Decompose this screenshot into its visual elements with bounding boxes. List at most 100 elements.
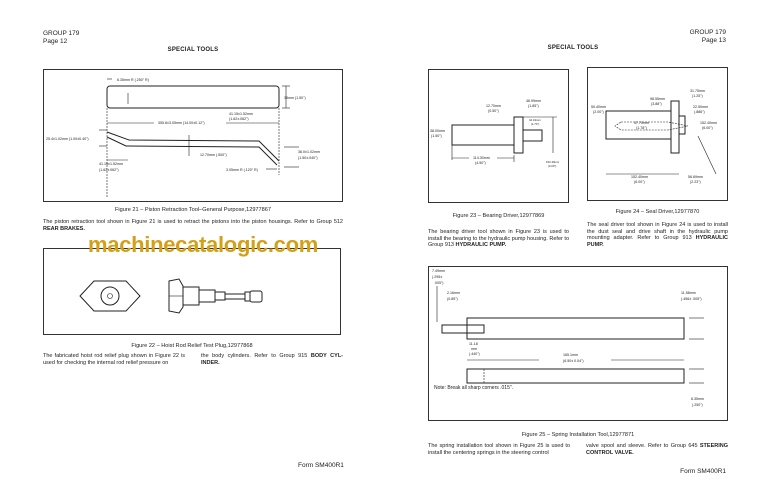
figure-25-reference: STEERING CONTROL VALVE. — [586, 443, 728, 456]
drawing-line — [100, 286, 120, 306]
figure-23-caption: Figure 23 – Bearing Driver,12977869 — [452, 213, 545, 219]
f23-f2: (3.00") — [548, 164, 556, 168]
drawing-line — [614, 121, 689, 131]
bearing-driver-diagram: 46.99mm(1.85") 12.70mm(0.50") 44.19mm(1.… — [430, 99, 560, 168]
figure-21-description: The piston retraction tool shown in Figu… — [43, 219, 343, 232]
right-group-label: GROUP 179 — [689, 29, 726, 36]
f23-e1: 114.30mm — [473, 156, 490, 160]
figure-24-drawing: 31.75mm(1.25") 98.55mm(3.88") 22.50mm(.8… — [587, 67, 728, 201]
right-page-number: Page 13 — [701, 37, 726, 44]
f25-d3: (.440") — [469, 352, 480, 356]
drawing-line — [466, 368, 685, 384]
figure-21-caption: Figure 21 – Piston Retraction Tool–Gener… — [114, 207, 271, 213]
dim-height: 38mm (1.50") — [284, 96, 306, 100]
drawing-line — [107, 293, 113, 299]
drawing-line — [249, 290, 263, 303]
drawing-line — [522, 129, 543, 142]
f25-a3: .005") — [434, 281, 443, 285]
figure-25-text: valve spool and sleeve. Refer to Group 6… — [586, 443, 700, 449]
dim-offset-left: 25.4±1.02mm (1.00±0.40") — [46, 137, 89, 141]
figure-24-reference: HYDRAULIC PUMP. — [587, 235, 728, 248]
f23-a2: (1.85") — [528, 104, 539, 108]
dim-bend-left-b: (1.62±.062") — [99, 168, 119, 172]
dim-bend-right-a: 41.15±1.52mm — [229, 112, 253, 116]
drawing-line — [198, 289, 216, 303]
drawing-line — [106, 85, 280, 109]
figure-22-text: the body cylinders. Refer to Group 915 — [201, 353, 311, 359]
f25-a1: 7.49mm — [432, 269, 445, 273]
drawing-line — [106, 131, 280, 162]
figure-25-text-col1: The spring installation tool shown in Fi… — [428, 443, 570, 456]
f25-e1: 165.1mm — [563, 353, 578, 357]
figure-24-description: The seal driver tool shown in Figure 24 … — [587, 222, 728, 248]
f25-b1: 2.16mm — [447, 291, 460, 295]
f24-g2: (6.00") — [634, 180, 645, 184]
figure-25-drawing: 7.49mm (.295± .005") 2.16mm (0.85") 11.58mm… — [428, 266, 728, 421]
f25-c1: 11.58mm — [681, 291, 696, 295]
f25-c2: (.456± .005") — [681, 297, 702, 301]
drawing-line — [697, 135, 717, 175]
piston-retraction-tool-diagram: 6.35mm R (.250" R) 38mm (1.50") 355.6±3.… — [46, 78, 320, 198]
f25-note: Note: Break all sharp corners .015". — [434, 385, 513, 391]
f24-d2: (2.00") — [593, 110, 604, 114]
f25-b2: (0.85") — [447, 297, 458, 301]
drawing-line — [79, 280, 141, 312]
f25-d2: mm — [471, 347, 477, 351]
left-footer: Form SM400R1 — [298, 462, 344, 469]
f24-e2: (1.78") — [636, 126, 647, 130]
f25-d1: 11.18 — [469, 342, 478, 346]
f24-a1: 31.75mm — [690, 89, 705, 93]
drawing-line — [441, 324, 485, 334]
f24-f2: (6.00") — [702, 126, 713, 130]
f24-d1: 50.40mm — [591, 105, 606, 109]
f24-c2: (.886") — [694, 110, 705, 114]
left-page-number: Page 12 — [43, 38, 68, 45]
watermark: machinecatalogic.com — [88, 232, 318, 257]
f25-a2: (.295± — [432, 275, 442, 279]
left-page-title: SPECIAL TOOLS — [167, 47, 219, 53]
drawing-line — [670, 100, 680, 154]
f24-f1: 152.40mm — [700, 121, 717, 125]
right-page-title: SPECIAL TOOLS — [547, 45, 599, 51]
dim-offset-right-b: (1.50±.040") — [298, 156, 318, 160]
figure-23-description: The bearing driver tool shown in Figure … — [428, 229, 569, 249]
drawing-line — [182, 286, 200, 306]
f24-g1: 152.40mm — [631, 175, 648, 179]
f25-f2: (.250") — [692, 403, 703, 407]
hoist-rod-relief-plug-diagram — [79, 278, 263, 314]
dim-bend-left-a: 41.15±1.52mm — [99, 162, 123, 166]
drawing-line — [466, 317, 685, 340]
f24-b1: 98.55mm — [650, 97, 665, 101]
dim-thickness: 12.70mm (.500") — [200, 153, 227, 157]
f24-h2: (2.23") — [690, 180, 701, 184]
f23-b1: 12.70mm — [486, 104, 501, 108]
drawing-line — [244, 291, 251, 302]
drawing-line — [224, 293, 246, 300]
figure-25-caption: Figure 25 – Spring Installation Tool,129… — [521, 432, 635, 438]
figure-22-text-col1: The fabricated hoist rod relief plug sho… — [43, 353, 185, 366]
f24-e1: 47.70mm — [634, 121, 649, 125]
dim-offset-right-a: 36.0±1.02mm — [298, 150, 320, 154]
f23-b2: (0.50") — [488, 109, 499, 113]
f23-c1: 44.19mm — [529, 118, 541, 122]
f23-c2: (1.74") — [531, 122, 539, 126]
right-footer: Form SM400R1 — [680, 468, 726, 475]
dim-bend-right-b: (1.62±.062") — [229, 117, 249, 121]
drawing-line — [451, 124, 515, 146]
f24-h1: 56.69mm — [688, 175, 703, 179]
drawing-line — [513, 116, 524, 154]
drawing-line — [214, 291, 226, 301]
f25-e2: (6.50± 0.04") — [563, 359, 584, 363]
seal-driver-diagram: 31.75mm(1.25") 98.55mm(3.88") 22.50mm(.8… — [591, 89, 717, 184]
drawing-line — [678, 115, 686, 135]
left-group-label: GROUP 179 — [43, 30, 80, 37]
f23-d1: 38.00mm — [430, 129, 445, 133]
figure-21-drawing: 6.35mm R (.250" R) 38mm (1.50") 355.6±3.… — [43, 69, 343, 202]
figure-22-caption: Figure 22 – Hoist Rod Relief Test Plug,1… — [131, 343, 253, 349]
drawing-line — [605, 110, 672, 140]
figure-24-text: The seal driver tool shown in Figure 24 … — [587, 222, 728, 242]
f23-d2: (1.50") — [431, 134, 442, 138]
dim-radius-bottom: 3.05mm R (.120" R) — [226, 168, 258, 172]
figure-22-text-col2: the body cylinders. Refer to Group 915 B… — [201, 353, 343, 366]
f25-f1: 6.35mm — [691, 397, 704, 401]
